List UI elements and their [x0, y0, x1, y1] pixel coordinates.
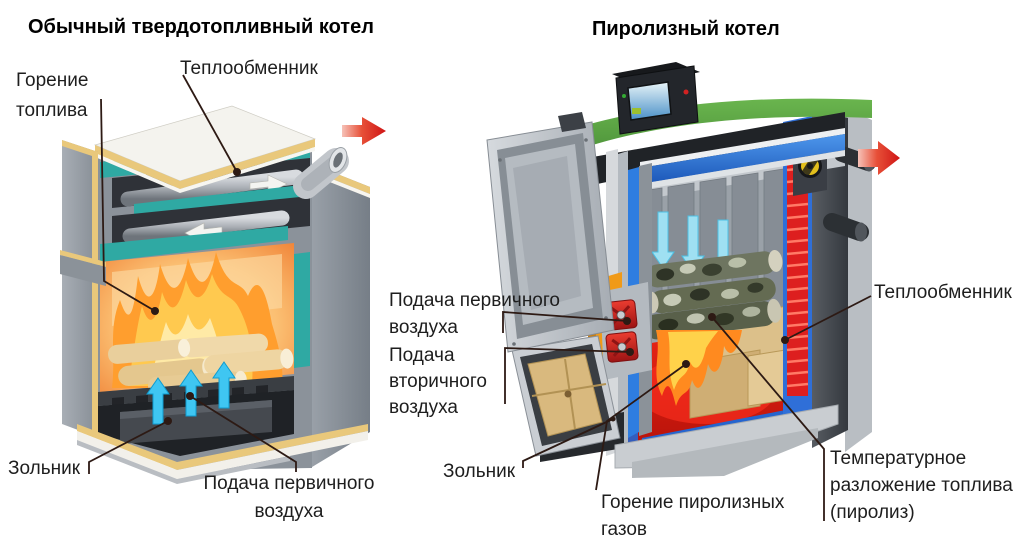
water-jacket-bottom — [100, 226, 288, 262]
leader-dot — [708, 313, 716, 321]
leader-dots — [151, 168, 789, 425]
left-boiler-right-wall — [312, 164, 370, 467]
leader-gorenie-gazov — [595, 363, 687, 491]
cyan-arrow-down — [651, 211, 675, 269]
label-ash-pan-left: Зольник — [8, 458, 81, 479]
label-fuel-combustion: Горение топлива — [16, 70, 89, 121]
loading-door — [486, 112, 615, 353]
right-boiler-illustration — [486, 62, 900, 478]
leader-dot — [626, 348, 634, 356]
secondary-air-fan — [605, 331, 639, 363]
control-panel — [612, 62, 700, 135]
red-arrow-right — [858, 141, 900, 175]
leader-dot — [781, 336, 789, 344]
label-primary-air-left: Подача первичного воздуха — [203, 473, 375, 522]
left-boiler-left-wall — [62, 140, 98, 437]
title-right-boiler: Пиролизный котел — [592, 18, 780, 40]
top-deck — [520, 112, 845, 196]
right-boiler-outer-side — [845, 108, 872, 452]
right-boiler-back-column — [812, 110, 848, 448]
leader-dot — [233, 168, 241, 176]
cyan-arrow-down — [681, 215, 705, 273]
leader-gorenie-topliva — [100, 98, 156, 312]
label-thermal-decomposition: Температурное разложение топлива (пироли… — [830, 448, 1013, 523]
door-hinge — [558, 112, 586, 132]
label-primary-air-right: Подача первичного воздуха — [389, 290, 560, 338]
leader-dot — [682, 360, 690, 368]
pyrolysis-flames — [656, 330, 742, 406]
title-left-boiler: Обычный твердотопливный котел — [28, 16, 374, 38]
leader-lines — [88, 74, 872, 521]
leader-dot — [610, 416, 616, 422]
leader-teploobmennik-left — [182, 74, 238, 173]
leader-teploobmennik-right — [784, 295, 872, 341]
leader-podacha-perv-left — [189, 395, 297, 472]
cyan-arrow-up — [146, 377, 170, 425]
leader-zolnik-right — [522, 418, 614, 468]
label-ash-pan-right: Зольник — [443, 461, 516, 482]
chimney-pipe — [293, 147, 349, 199]
ash-door — [511, 335, 621, 457]
label-heat-exchanger-left: Теплообменник — [180, 58, 318, 79]
leader-zolnik-left — [88, 420, 169, 474]
leader-podacha-perv-right — [502, 311, 628, 333]
water-jacket-top-strip — [640, 134, 845, 184]
red-arrow-right — [342, 117, 386, 145]
left-boiler-illustration — [60, 105, 386, 484]
leader-dot — [186, 392, 194, 400]
control-panel-screen — [627, 81, 672, 121]
leader-dot — [151, 307, 159, 315]
leader-dot — [623, 317, 631, 325]
label-secondary-air-right: Подача вторичного воздуха — [389, 345, 487, 418]
cyan-arrow-up — [212, 361, 236, 409]
label-heat-exchanger-right: Теплообменник — [874, 282, 1012, 303]
label-pyrolysis-gas-combustion: Горение пиролизных газов — [601, 492, 785, 540]
water-jacket-right-column — [294, 252, 310, 368]
leader-podacha-vtor-right — [504, 347, 631, 404]
leader-dot — [164, 417, 172, 425]
leader-temperaturnoe — [711, 316, 825, 521]
